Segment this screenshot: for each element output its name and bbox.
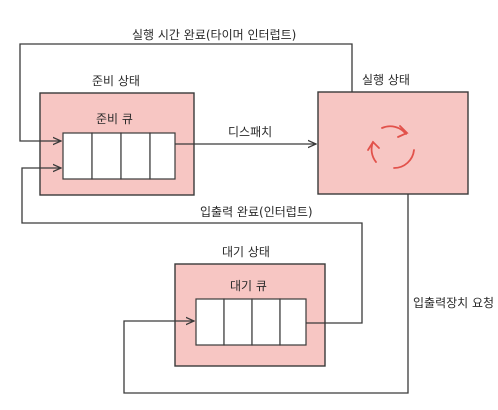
running-state-label: 실행 상태	[362, 73, 410, 87]
io-complete-label: 입출력 완료(인터럽트)	[200, 205, 313, 219]
waiting-queue	[195, 298, 307, 346]
waiting-state-label: 대기 상태	[222, 245, 270, 259]
ready-state-label: 준비 상태	[92, 74, 140, 88]
timeout-arrow	[19, 43, 353, 141]
io-request-label: 입출력장치 요청	[413, 296, 495, 310]
timeout-label: 실행 시간 완료(타이머 인터럽트)	[132, 28, 297, 42]
running-state-box	[317, 91, 469, 195]
waiting-queue-label: 대기 큐	[230, 279, 267, 293]
refresh-cycle-icon	[367, 125, 415, 169]
io-request-arrow	[123, 194, 409, 394]
ready-queue-label: 준비 큐	[96, 112, 133, 126]
ready-queue	[62, 132, 176, 180]
dispatch-label: 디스패치	[228, 125, 273, 139]
io-complete-arrow	[21, 168, 363, 324]
